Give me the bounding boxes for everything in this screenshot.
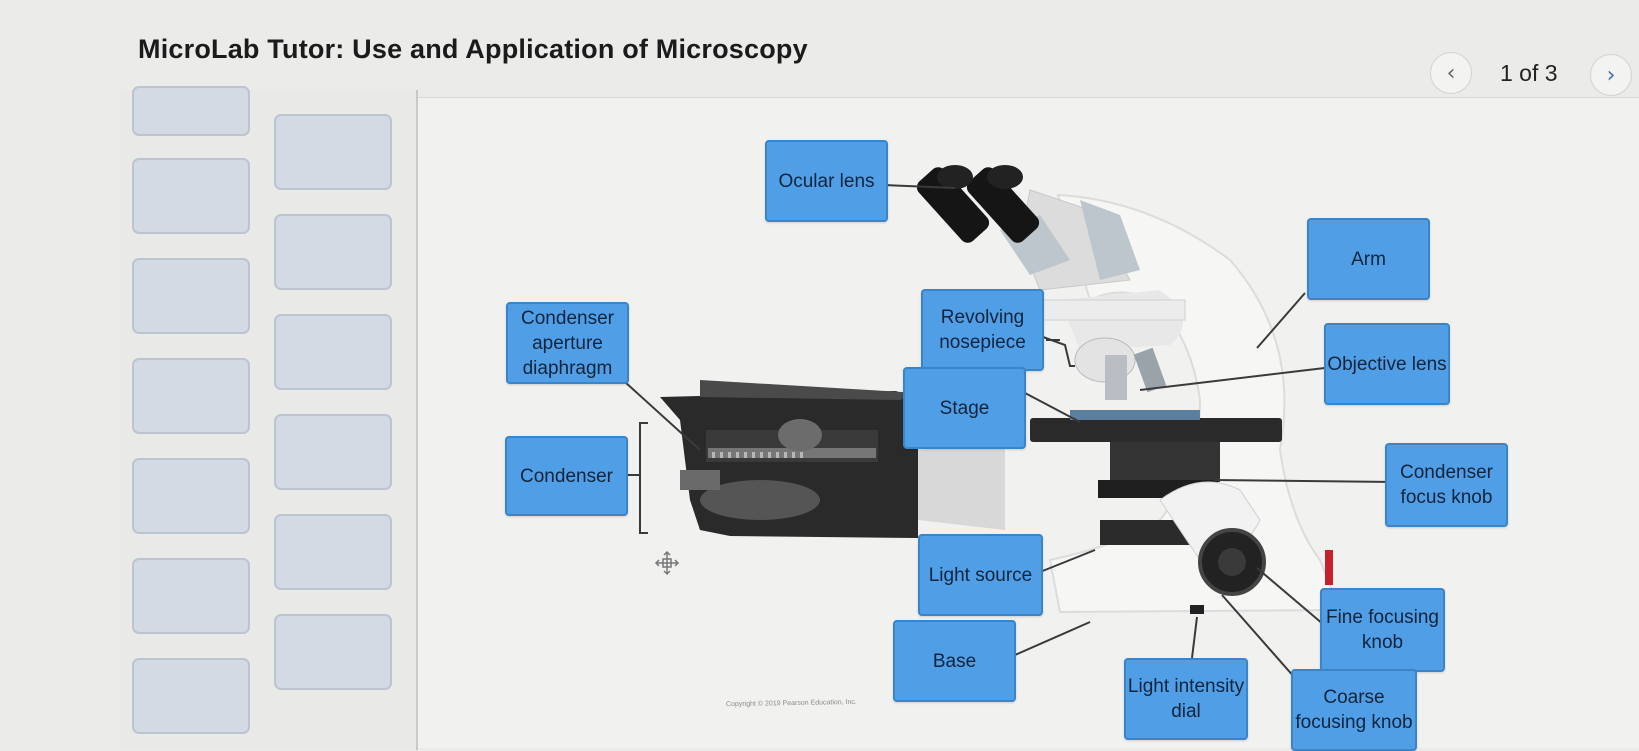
bank-slot[interactable]	[274, 114, 392, 190]
label-bank	[120, 86, 418, 750]
leader-lines	[624, 184, 1396, 679]
bank-slot[interactable]	[132, 458, 250, 534]
label-light-source[interactable]: Light source	[918, 534, 1043, 616]
microscope-body	[916, 165, 1342, 614]
label-fine-focusing-knob[interactable]: Fine focusing knob	[1320, 588, 1445, 672]
chevron-left-icon: ‹	[1446, 60, 1456, 86]
bank-slot[interactable]	[274, 514, 392, 590]
bank-slot[interactable]	[274, 614, 392, 690]
label-ocular-lens[interactable]: Ocular lens	[765, 140, 888, 222]
page-counter: 1 of 3	[1500, 60, 1558, 86]
label-base[interactable]: Base	[893, 620, 1016, 702]
bank-slot[interactable]	[274, 314, 392, 390]
label-coarse-focusing-knob[interactable]: Coarse focusing knob	[1291, 669, 1417, 751]
label-arm[interactable]: Arm	[1307, 218, 1430, 300]
bank-slot[interactable]	[274, 214, 392, 290]
move-arrows-icon[interactable]	[654, 550, 680, 576]
label-stage[interactable]: Stage	[903, 367, 1026, 449]
next-page-button[interactable]: ›	[1590, 54, 1632, 96]
label-condenser[interactable]: Condenser	[505, 436, 628, 516]
bank-slot[interactable]	[274, 414, 392, 490]
bank-slot[interactable]	[132, 158, 250, 234]
chevron-right-icon: ›	[1606, 62, 1616, 88]
label-objective-lens[interactable]: Objective lens	[1324, 323, 1450, 405]
label-revolving-nosepiece[interactable]: Revolving nosepiece	[921, 289, 1044, 371]
bank-slot[interactable]	[132, 358, 250, 434]
bank-slot[interactable]	[132, 86, 250, 136]
condenser-closeup-image	[660, 380, 1005, 538]
page-title: MicroLab Tutor: Use and Application of M…	[138, 34, 808, 64]
label-condenser-focus-knob[interactable]: Condenser focus knob	[1385, 443, 1508, 527]
label-light-intensity-dial[interactable]: Light intensity dial	[1124, 658, 1248, 740]
previous-page-button[interactable]: ‹	[1430, 52, 1472, 94]
bank-slot[interactable]	[132, 658, 250, 734]
bank-slot[interactable]	[132, 258, 250, 334]
label-condenser-aperture-diaphragm[interactable]: Condenser aperture diaphragm	[506, 302, 629, 384]
bank-slot[interactable]	[132, 558, 250, 634]
